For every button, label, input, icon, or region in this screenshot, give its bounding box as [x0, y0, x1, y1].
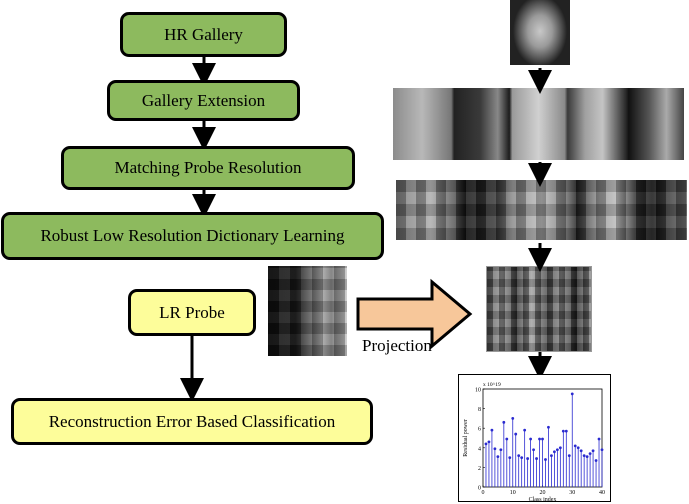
gallery-extension-label: Gallery Extension [141, 90, 266, 110]
x-axis-label: Class index [529, 497, 557, 503]
stem-marker [499, 448, 503, 452]
dictionary-learning-label: Robust Low Resolution Dictionary Learnin… [40, 226, 345, 245]
stem-marker [594, 459, 598, 462]
stem-marker [532, 448, 535, 452]
stem-marker [585, 455, 589, 459]
stem-marker [529, 437, 532, 441]
stem-marker [496, 455, 500, 459]
x-tick-label: 40 [599, 490, 605, 496]
stem-marker [558, 446, 562, 450]
stem-marker [508, 456, 512, 459]
extended-gallery-faces [393, 88, 684, 160]
stem-marker [484, 442, 488, 446]
x-tick-label: 30 [569, 490, 575, 496]
lr-probe-box: LR Probe [128, 289, 256, 336]
stem-marker [573, 444, 577, 448]
lr-probe-image [268, 266, 347, 356]
stem-marker [547, 425, 550, 429]
stem-marker [493, 447, 497, 451]
stem-marker [541, 437, 544, 441]
stem-marker [582, 454, 586, 458]
gallery-extension-box: Gallery Extension [107, 80, 300, 121]
hr-gallery-label: HR Gallery [164, 24, 243, 44]
stem-marker [490, 428, 494, 432]
stem-marker [517, 454, 521, 458]
projection-arrow [356, 278, 473, 350]
hr-gallery-box: HR Gallery [120, 12, 287, 57]
dictionary-learning-box: Robust Low Resolution Dictionary Learnin… [1, 212, 384, 260]
hr-face-image [510, 0, 570, 65]
stem-marker [591, 449, 595, 453]
stem-marker [544, 458, 547, 461]
classification-label: Reconstruction Error Based Classificatio… [48, 411, 336, 431]
matching-probe-label: Matching Probe Resolution [114, 158, 302, 177]
stem-marker [576, 446, 580, 450]
matched-resolution-faces [396, 180, 687, 240]
stem-marker [535, 457, 538, 460]
dictionary-image [486, 266, 592, 352]
stem-marker [511, 417, 515, 420]
y-axis-label: Residual power [463, 419, 469, 457]
stem-marker [505, 437, 509, 441]
y-tick-label: 0 [478, 486, 481, 492]
classification-box: Reconstruction Error Based Classificatio… [11, 398, 373, 445]
y-tick-label: 4 [478, 446, 481, 452]
stem-marker [588, 452, 592, 456]
stem-marker [520, 456, 524, 459]
stem-marker [555, 448, 559, 452]
stem-marker [487, 440, 491, 444]
stem-marker [553, 450, 556, 454]
x-tick-label: 10 [510, 490, 516, 496]
x-tick-label: 20 [540, 490, 546, 496]
stem-marker [502, 420, 506, 424]
y-multiplier: x 10^19 [483, 382, 501, 388]
y-tick-label: 6 [478, 427, 481, 433]
stem-marker [514, 432, 518, 436]
stem-marker [550, 454, 553, 458]
stem-marker [567, 454, 571, 458]
y-tick-label: 10 [475, 388, 481, 394]
stem-marker [579, 449, 583, 453]
stem-marker [523, 428, 527, 432]
stem-marker [564, 429, 568, 433]
stem-marker [600, 448, 604, 452]
y-tick-label: 8 [478, 407, 481, 413]
matching-probe-box: Matching Probe Resolution [61, 146, 355, 190]
lr-probe-label: LR Probe [159, 302, 225, 322]
projection-label: Projection [362, 336, 432, 355]
stem-marker [538, 437, 541, 441]
stem-marker [570, 392, 574, 396]
stem-marker [561, 429, 565, 433]
x-tick-label: 0 [482, 490, 485, 496]
stem-marker [597, 437, 601, 441]
y-tick-label: 2 [478, 466, 481, 472]
stem-marker [526, 457, 530, 460]
